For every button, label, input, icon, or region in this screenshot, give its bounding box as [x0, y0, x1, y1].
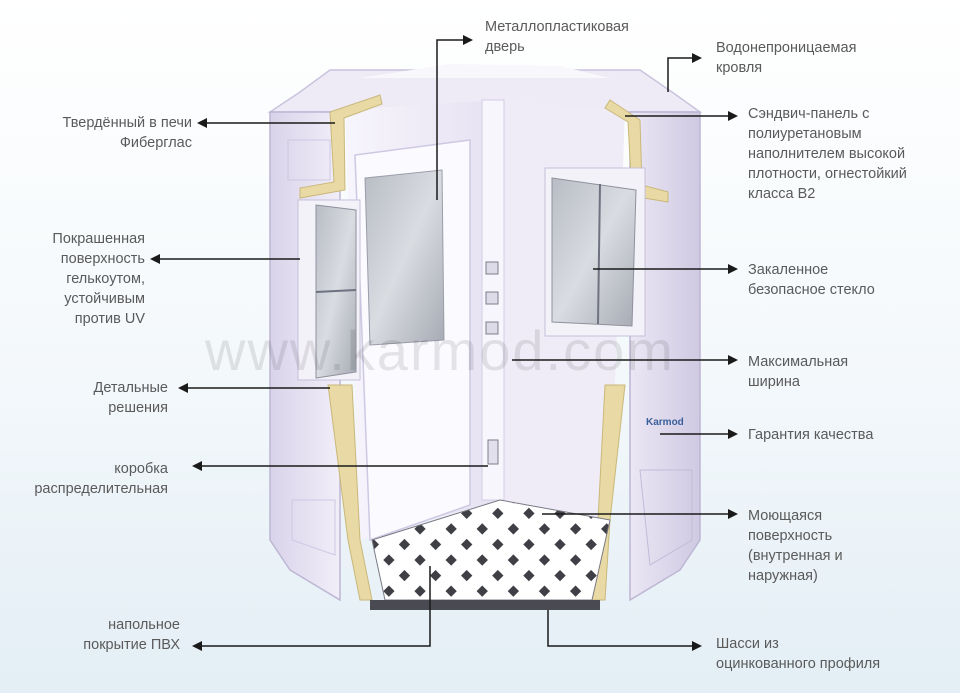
floor	[371, 499, 611, 601]
label-floor: напольное покрытие ПВХ	[83, 617, 180, 653]
label-junction-box: коробка распределительная	[34, 461, 168, 497]
corner-post	[481, 99, 505, 501]
watermark: www.karmod.com	[204, 319, 675, 382]
arrow-door	[436, 35, 473, 200]
arrow-junction-box	[192, 461, 488, 471]
chassis	[370, 600, 600, 610]
arrow-glass	[593, 264, 738, 274]
junction-box	[487, 439, 499, 465]
brand-plate: Karmod	[646, 417, 684, 428]
arrow-roof	[667, 53, 702, 92]
arrow-details	[178, 383, 330, 393]
label-glass: Закаленное безопасное стекло	[748, 262, 875, 298]
arrow-sandwich	[625, 111, 738, 121]
label-roof: Водонепроницаемая кровля	[716, 40, 857, 76]
arrow-washable	[542, 509, 738, 519]
right-window	[544, 167, 646, 337]
label-fiberglass: Твердённый в печи Фиберглас	[62, 115, 192, 151]
arrow-fiberglass	[197, 118, 335, 128]
arrow-gelcoat	[150, 254, 300, 264]
label-sandwich: Сэндвич-панель с полиуретановым наполнит…	[748, 106, 907, 202]
left-window	[297, 199, 361, 381]
label-warranty: Гарантия качества	[748, 427, 874, 443]
label-width: Максимальная ширина	[748, 354, 849, 390]
arrow-floor	[192, 566, 431, 651]
label-door: Металлопластиковая дверь	[485, 19, 629, 55]
label-details: Детальные решения	[93, 380, 168, 416]
door	[354, 139, 471, 542]
arrow-warranty	[660, 429, 738, 439]
label-washable: Моющаяся поверхность (внутренная и наруж…	[748, 508, 843, 584]
right-wall	[629, 111, 701, 602]
label-gelcoat: Покрашенная поверхность гелькоутом, усто…	[52, 231, 145, 327]
arrow-width	[512, 355, 738, 365]
label-chassis: Шасси из оцинкованного профиля	[716, 636, 881, 672]
callout-arrows	[150, 35, 738, 651]
arrow-chassis	[547, 610, 702, 651]
